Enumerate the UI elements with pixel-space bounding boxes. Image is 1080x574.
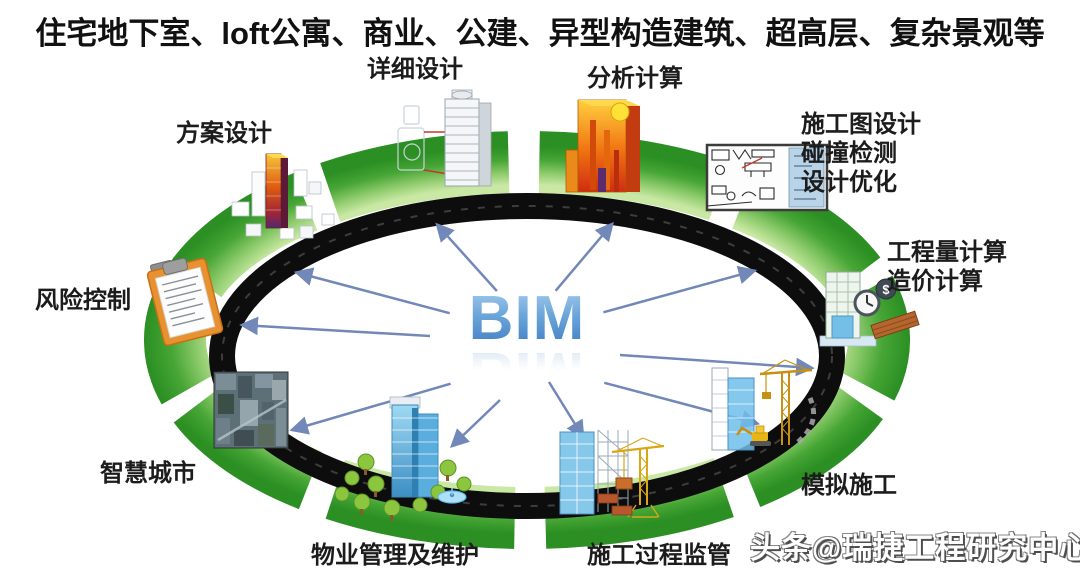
label-detailed-design: 详细设计 <box>367 56 463 83</box>
label-simulate-construction: 模拟施工 <box>801 472 897 499</box>
skyscraper-model-icon <box>397 89 492 187</box>
arrow-to-scheme-design <box>293 267 451 315</box>
black-tyre-band <box>209 193 845 519</box>
watermark: 头条@瑞捷工程研究中心 <box>750 532 1080 565</box>
label-property-management: 物业管理及维护 <box>311 542 479 569</box>
floor-plan-icon <box>705 143 829 212</box>
arrow-to-smart-city <box>289 382 451 435</box>
city-aerial-photo-icon <box>213 371 289 449</box>
radial-arrows <box>239 221 815 448</box>
ring-segment-simulate <box>736 382 883 507</box>
crane-construction-icon <box>711 359 816 451</box>
bim-center-label: BIM <box>452 283 602 354</box>
arrow-to-risk <box>239 316 431 338</box>
clipboard-icon <box>146 257 224 347</box>
site-supervision-icon <box>559 429 665 518</box>
arrow-to-analysis <box>554 221 614 292</box>
label-process-supervision: 施工过程监管 <box>587 542 731 569</box>
trees <box>334 453 472 521</box>
label-risk-control: 风险控制 <box>35 287 131 314</box>
arrow-to-detailed-design <box>435 222 498 292</box>
label-smart-city: 智慧城市 <box>100 460 196 487</box>
page-title: 住宅地下室、loft公寓、商业、公建、异型构造建筑、超高层、复杂景观等 <box>35 16 1045 51</box>
label-quantity-cost: 工程量计算 造价计算 <box>887 239 1007 295</box>
clock-dollar-building-icon: $ <box>819 271 920 347</box>
svg-text:$: $ <box>882 282 890 297</box>
arrow-to-construction-drawing <box>603 265 758 314</box>
label-construction-drawing: 施工图设计 碰撞检测 设计优化 <box>801 111 921 196</box>
arrow-to-supervision <box>547 381 585 440</box>
towers-trees-icon <box>334 396 472 521</box>
analysis-building-icon <box>565 99 640 193</box>
arrow-to-quantity-cost <box>619 353 815 377</box>
label-analysis-calculation: 分析计算 <box>587 65 683 92</box>
building-blocks-icon <box>231 153 335 240</box>
label-scheme-design: 方案设计 <box>176 120 272 147</box>
arrow-to-property <box>449 399 501 448</box>
